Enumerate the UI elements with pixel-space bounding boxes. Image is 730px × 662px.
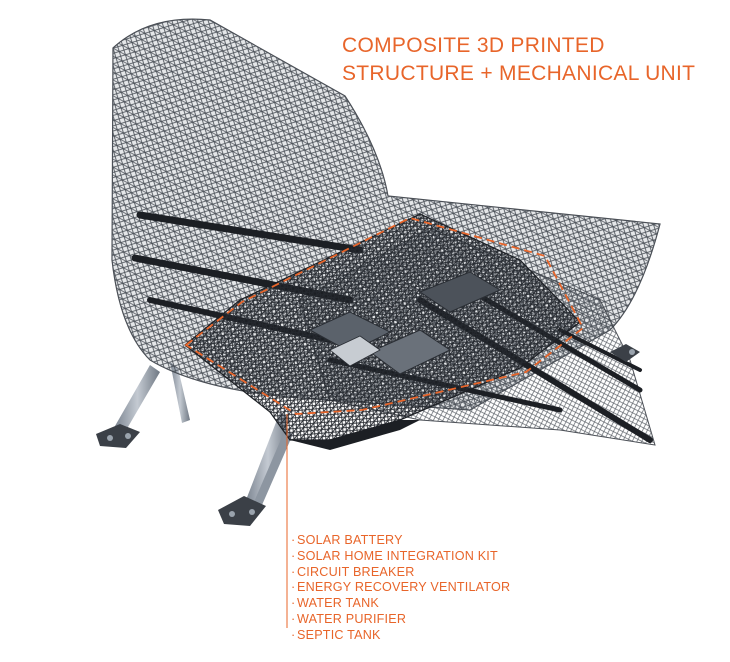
component-list: ·SOLAR BATTERY ·SOLAR HOME INTEGRATION K…: [291, 533, 510, 644]
platform-underside: [270, 412, 420, 450]
component-item: ·ENERGY RECOVERY VENTILATOR: [291, 580, 511, 595]
bolt: [249, 509, 255, 515]
mechanical-modules: [308, 271, 502, 375]
bolt: [125, 433, 131, 439]
component-item: ·WATER PURIFIER: [291, 611, 407, 626]
title-line-2: STRUCTURE + MECHANICAL UNIT: [342, 62, 696, 85]
leg-left-rear: [170, 362, 190, 423]
support-legs: [96, 362, 293, 526]
component-item: ·SEPTIC TANK: [291, 627, 381, 642]
bolt: [107, 435, 113, 441]
clamp-hardware: [610, 344, 640, 362]
title-line-1: COMPOSITE 3D PRINTED: [342, 34, 605, 57]
foot-front: [218, 496, 266, 526]
leg-front-rear: [254, 430, 293, 505]
component-item: ·WATER TANK: [291, 596, 379, 611]
component-item: ·SOLAR BATTERY: [291, 533, 403, 547]
mechanical-unit-outline: [184, 217, 585, 415]
component-item: ·SOLAR HOME INTEGRATION KIT: [291, 548, 498, 563]
leg-left: [115, 365, 160, 432]
component-item: ·CIRCUIT BREAKER: [291, 564, 415, 579]
foot-left: [96, 424, 140, 448]
leg-front: [246, 412, 290, 505]
bolt: [229, 511, 235, 517]
